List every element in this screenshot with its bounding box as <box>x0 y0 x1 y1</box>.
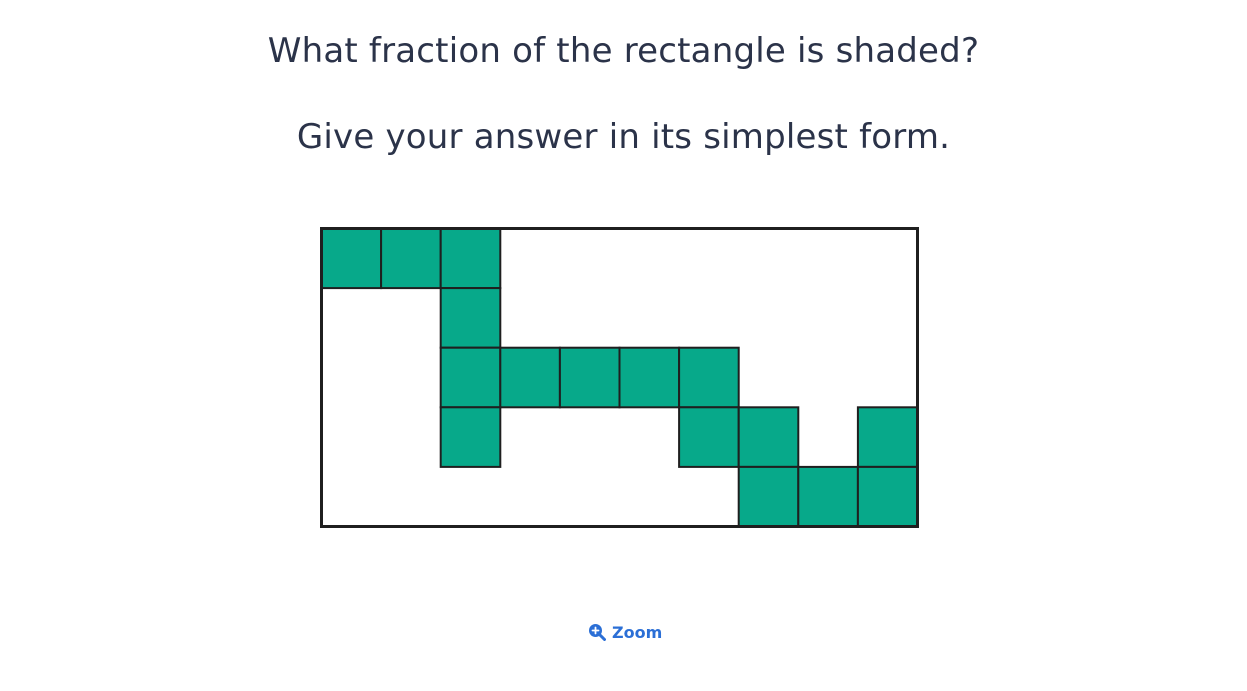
shaded-cell <box>737 406 800 468</box>
shaded-cell <box>439 227 502 290</box>
rectangle-border <box>320 227 919 528</box>
zoom-in-icon <box>588 623 606 641</box>
shaded-cell <box>678 346 740 409</box>
shaded-rectangle-diagram <box>320 227 919 528</box>
shaded-cell <box>439 346 502 409</box>
question-instruction: Give your answer in its simplest form. <box>296 117 951 157</box>
zoom-label: Zoom <box>612 622 663 642</box>
shaded-cell <box>439 287 502 349</box>
shaded-cell <box>678 406 740 468</box>
shaded-cell <box>320 227 383 290</box>
zoom-button[interactable]: Zoom <box>588 620 662 644</box>
shaded-cell <box>737 465 800 528</box>
shaded-cell <box>558 346 621 409</box>
shaded-cell <box>380 227 442 290</box>
shaded-cell <box>856 465 919 528</box>
shaded-cell <box>856 406 919 468</box>
question-text: What fraction of the rectangle is shaded… <box>267 31 980 71</box>
shaded-cell <box>618 346 681 409</box>
shaded-cell <box>499 346 561 409</box>
shaded-cell <box>439 406 502 468</box>
shaded-cell <box>797 465 859 528</box>
